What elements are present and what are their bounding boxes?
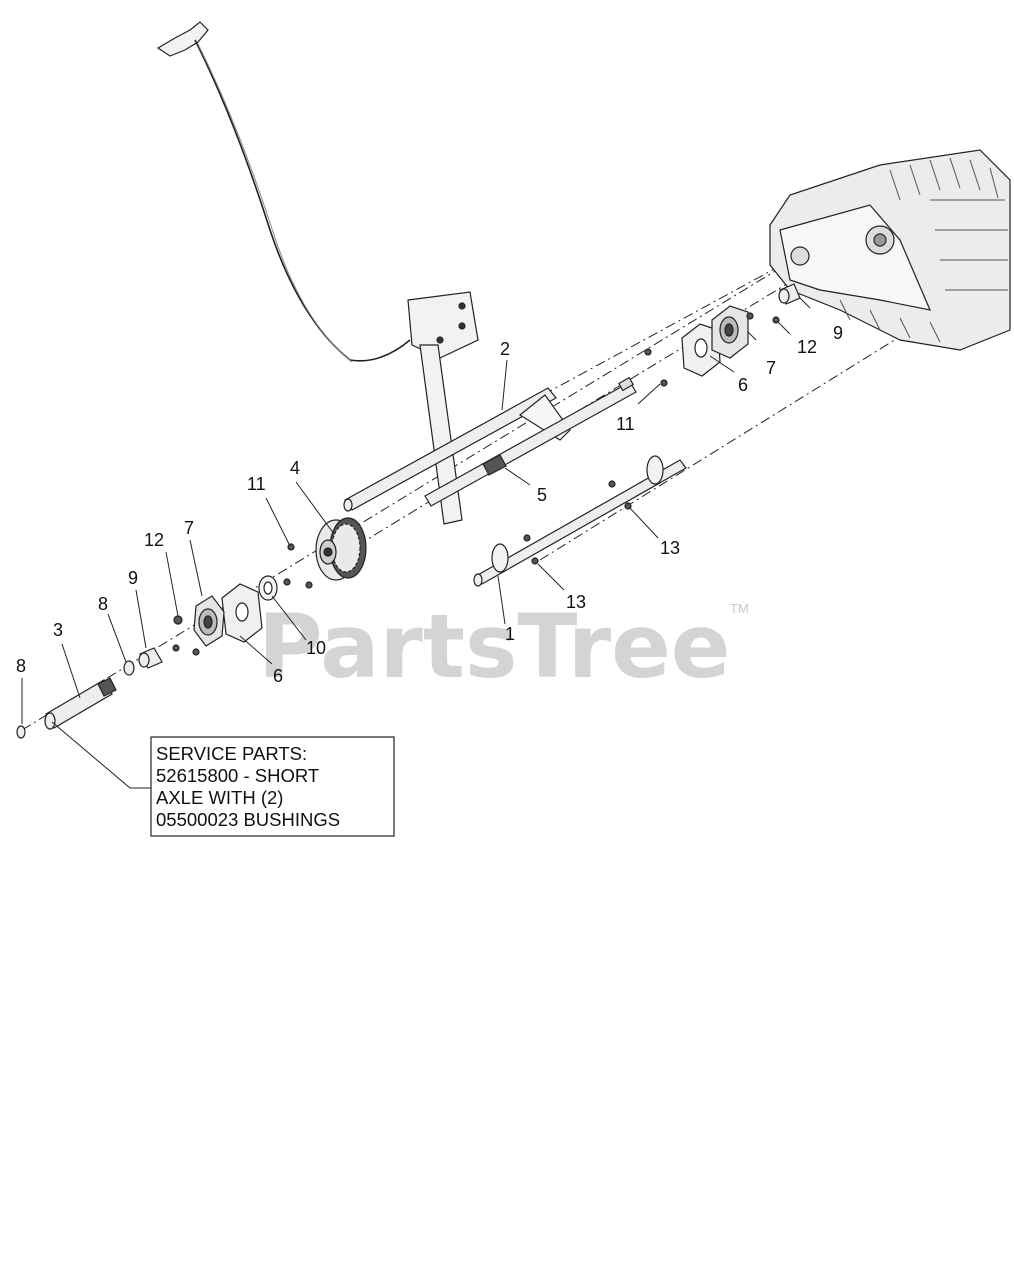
callout-13-lower: 13 — [566, 592, 586, 612]
bushings — [16, 283, 801, 739]
callout-5: 5 — [537, 485, 547, 505]
callout-4: 4 — [290, 458, 300, 478]
part-1-hub-axle — [473, 455, 687, 587]
service-line-1: SERVICE PARTS: — [156, 743, 307, 764]
service-line-2: 52615800 - SHORT — [156, 765, 319, 786]
callout-7-left: 7 — [184, 518, 194, 538]
right-bearing-plates — [644, 305, 780, 387]
track-unit — [769, 149, 1011, 351]
callout-8-upper: 8 — [98, 594, 108, 614]
callout-2: 2 — [500, 339, 510, 359]
callout-7-right: 7 — [766, 358, 776, 378]
callout-8-lower: 8 — [16, 656, 26, 676]
leader-lines — [21, 297, 811, 789]
service-line-4: 05500023 BUSHINGS — [156, 809, 340, 830]
callout-6-left: 6 — [273, 666, 283, 686]
callout-1: 1 — [505, 624, 515, 644]
watermark-text: PartsTree — [258, 595, 730, 698]
callout-9-left: 9 — [128, 568, 138, 588]
callout-12-left: 12 — [144, 530, 164, 550]
callout-labels: 2 9 12 7 6 11 5 4 11 13 12 7 9 13 8 3 10… — [16, 323, 843, 686]
callout-11-right: 11 — [616, 414, 635, 434]
part-3-short-axle — [44, 677, 117, 730]
callout-12-right: 12 — [797, 337, 817, 357]
watermark-tm: TM — [730, 601, 749, 616]
callout-6-right: 6 — [738, 375, 748, 395]
control-lever-assembly — [156, 21, 479, 525]
callout-9-right: 9 — [833, 323, 843, 343]
callout-10: 10 — [306, 638, 326, 658]
service-line-3: AXLE WITH (2) — [156, 787, 283, 808]
part-4-gear — [315, 517, 367, 581]
callout-3: 3 — [53, 620, 63, 640]
callout-13-upper: 13 — [660, 538, 680, 558]
part-5-splined-shaft — [424, 376, 637, 507]
callout-11-left: 11 — [247, 474, 266, 494]
left-bearing-plates — [172, 543, 313, 656]
service-parts-box: SERVICE PARTS: 52615800 - SHORT AXLE WIT… — [150, 736, 395, 837]
